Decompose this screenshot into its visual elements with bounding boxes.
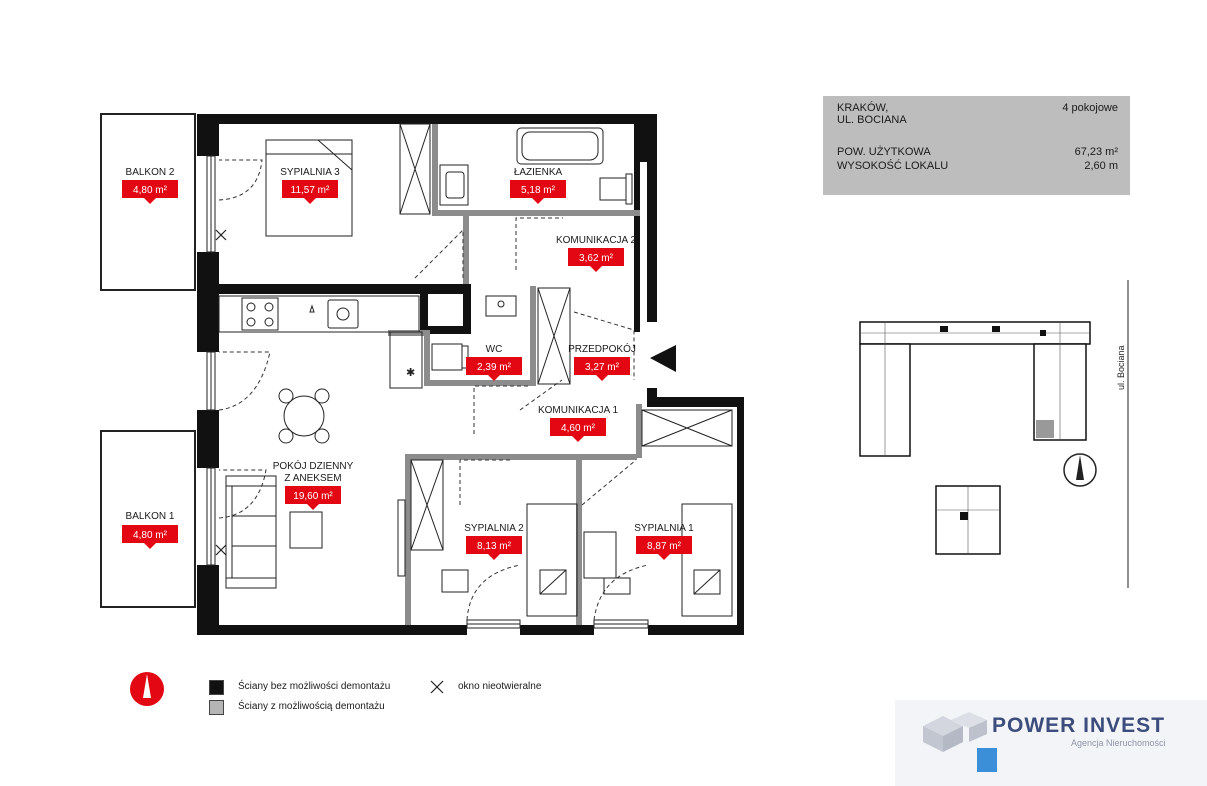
info-area-label: POW. UŻYTKOWA — [837, 146, 931, 158]
room-name-pokoj-line2: Z ANEKSEM — [284, 473, 341, 484]
solid-wall-swatch — [209, 680, 224, 695]
room-name-balkon-2: BALKON 2 — [126, 167, 175, 178]
room-name-przedpokoj: PRZEDPOKÓJ — [568, 342, 636, 355]
room-area-lazienka: 5,18 m² — [521, 185, 556, 196]
solid-walls — [197, 114, 744, 635]
room-name-balkon-1: BALKON 1 — [126, 511, 175, 522]
room-labels: BALKON 2 4,80 m² SYPIALNIA 3 11,57 m² ŁA… — [122, 167, 694, 560]
removable-walls — [388, 124, 642, 625]
room-area-pokoj: 19,60 m² — [293, 491, 333, 502]
removable-wall-swatch — [209, 700, 224, 715]
info-area-value: 67,23 m² — [1074, 146, 1118, 158]
room-name-sypialnia-2: SYPIALNIA 2 — [464, 523, 524, 534]
compass-icon — [1063, 453, 1097, 487]
info-street: UL. BOCIANA — [837, 114, 907, 126]
room-name-komunikacja-1: KOMUNIKACJA 1 — [538, 405, 618, 416]
furniture — [218, 123, 733, 617]
windows — [206, 155, 649, 629]
info-rooms-type: 4 pokojowe — [1062, 102, 1118, 114]
door-swings — [218, 159, 649, 621]
street-label: ul. Bociana — [1116, 345, 1126, 390]
room-area-komunikacja-2: 3,62 m² — [579, 253, 614, 264]
room-name-pokoj-line1: POKÓJ DZIENNY — [273, 459, 354, 472]
room-area-komunikacja-1: 4,60 m² — [561, 423, 596, 434]
room-area-sypialnia-1: 8,87 m² — [647, 541, 682, 552]
room-area-sypialnia-2: 8,13 m² — [477, 541, 512, 552]
logo-title: POWER INVEST — [992, 714, 1166, 737]
logo-subtitle: Agencja Nieruchomości — [1071, 738, 1166, 748]
room-area-wc: 2,39 m² — [477, 362, 512, 373]
legend-removable-walls: Ściany z możliwością demontażu — [238, 701, 385, 712]
room-name-sypialnia-1: SYPIALNIA 1 — [634, 523, 694, 534]
appliance-icon: ✱ — [406, 367, 415, 379]
room-name-komunikacja-2: KOMUNIKACJA 2 — [556, 235, 636, 246]
apartment-info-box: KRAKÓW, UL. BOCIANA 4 pokojowe POW. UŻYT… — [823, 96, 1130, 195]
room-area-balkon-1: 4,80 m² — [133, 530, 168, 541]
room-area-sypialnia-3: 11,57 m² — [291, 185, 330, 196]
logo-cubes-icon — [923, 712, 997, 772]
room-name-wc: WC — [486, 344, 503, 355]
room-name-lazienka: ŁAZIENKA — [514, 167, 563, 178]
fixed-window-marks — [215, 229, 227, 556]
legend-compass-icon — [130, 672, 164, 706]
legend-solid-walls: Ściany bez możliwości demontażu — [238, 681, 391, 692]
entrance-arrow-icon — [650, 345, 676, 372]
info-height-label: WYSOKOŚĆ LOKALU — [837, 160, 949, 172]
legend-fixed-window: okno nieotwieralne — [458, 681, 542, 692]
balcony-1 — [100, 430, 196, 608]
balcony-2 — [100, 113, 196, 291]
fixed-window-legend-icon — [430, 680, 444, 694]
site-plan: ul. Bociana — [859, 280, 1129, 588]
room-name-sypialnia-3: SYPIALNIA 3 — [280, 167, 340, 178]
info-city: KRAKÓW, — [837, 102, 889, 114]
room-area-balkon-2: 4,80 m² — [133, 185, 168, 196]
room-area-przedpokoj: 3,27 m² — [585, 362, 620, 373]
info-height-value: 2,60 m — [1084, 160, 1118, 172]
power-invest-logo: POWER INVEST Agencja Nieruchomości — [895, 700, 1207, 786]
